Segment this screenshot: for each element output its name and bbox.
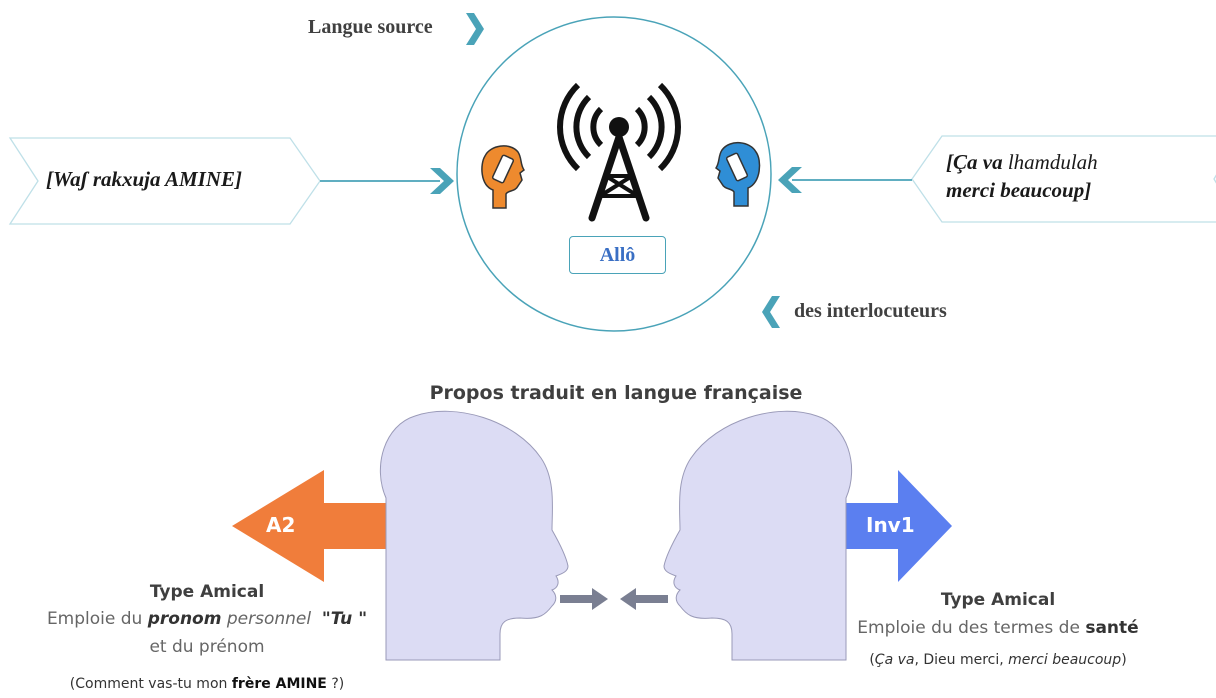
right-arrow-label: Inv1 [866,513,915,537]
right-example-it1: Ça va [874,652,915,668]
right-utterance-line1-rest: lhamdulah [1002,150,1098,174]
source-language-label: Langue source [308,16,433,38]
allo-badge-label: Allô [599,243,636,266]
left-desc-quote-open: " [321,609,331,629]
right-description: Emploie du des termes de santé [800,618,1196,638]
right-utterance-text: [Ça va lhamdulah merci beaucoup] [946,148,1098,204]
left-description-line1: Emploie du pronom personnel "Tu " [0,609,414,629]
left-desc-pronom: pronom [147,609,222,629]
left-desc-part2: personnel [221,609,312,629]
bottom-title: Propos traduit en langue française [429,382,803,404]
allo-badge: Allô [569,236,666,274]
left-head-silhouette [379,410,569,661]
right-example: (Ça va, Dieu merci, merci beaucoup) [800,652,1196,668]
right-head-silhouette [663,410,853,661]
right-example-it2: merci beaucoup [1008,652,1122,668]
left-description-line2: et du prénom [149,637,265,657]
chevron-left-icon [762,296,780,328]
antenna-icon [557,82,681,222]
left-connector-arrowhead [430,168,454,194]
blue-head-phone-icon [714,142,761,207]
left-desc-tu: Tu [330,609,353,629]
interlocutors-label: des interlocuteurs [794,300,947,322]
left-example-bold: frère AMINE [231,676,327,692]
chevron-right-icon [466,13,484,45]
right-example-open: ( [869,652,875,668]
right-utterance-banner [911,135,1216,223]
left-desc-quote-close: " [352,609,368,629]
right-example-close: ) [1121,652,1127,668]
left-desc-part1: Emploie du [46,609,148,629]
left-arrow-label: A2 [266,513,296,537]
left-example-close: ?) [326,676,345,692]
grey-arrow-right [560,588,608,610]
left-example: (Comment vas-tu mon frère AMINE ?) [0,676,414,692]
left-example-open: (Comment vas-tu mon [69,676,232,692]
right-connector-arrowhead [778,167,802,193]
right-utterance-line2: merci beaucoup] [946,178,1092,202]
left-arrow-a2 [232,470,400,582]
right-desc-part1: Emploie du des termes de [857,618,1086,638]
left-type-heading: Type Amical [149,582,265,602]
right-type-heading: Type Amical [940,590,1056,610]
right-desc-bold: santé [1085,618,1139,638]
left-utterance-banner [8,137,321,225]
grey-arrow-left [620,588,668,610]
right-arrow-inv1 [820,470,952,582]
orange-head-phone-icon [481,145,526,209]
left-utterance-text: [Waʃ rakxuja AMINE] [46,167,242,191]
right-utterance-line1-bold: [Ça va [946,150,1003,174]
right-example-mid: , Dieu merci, [914,652,1009,668]
